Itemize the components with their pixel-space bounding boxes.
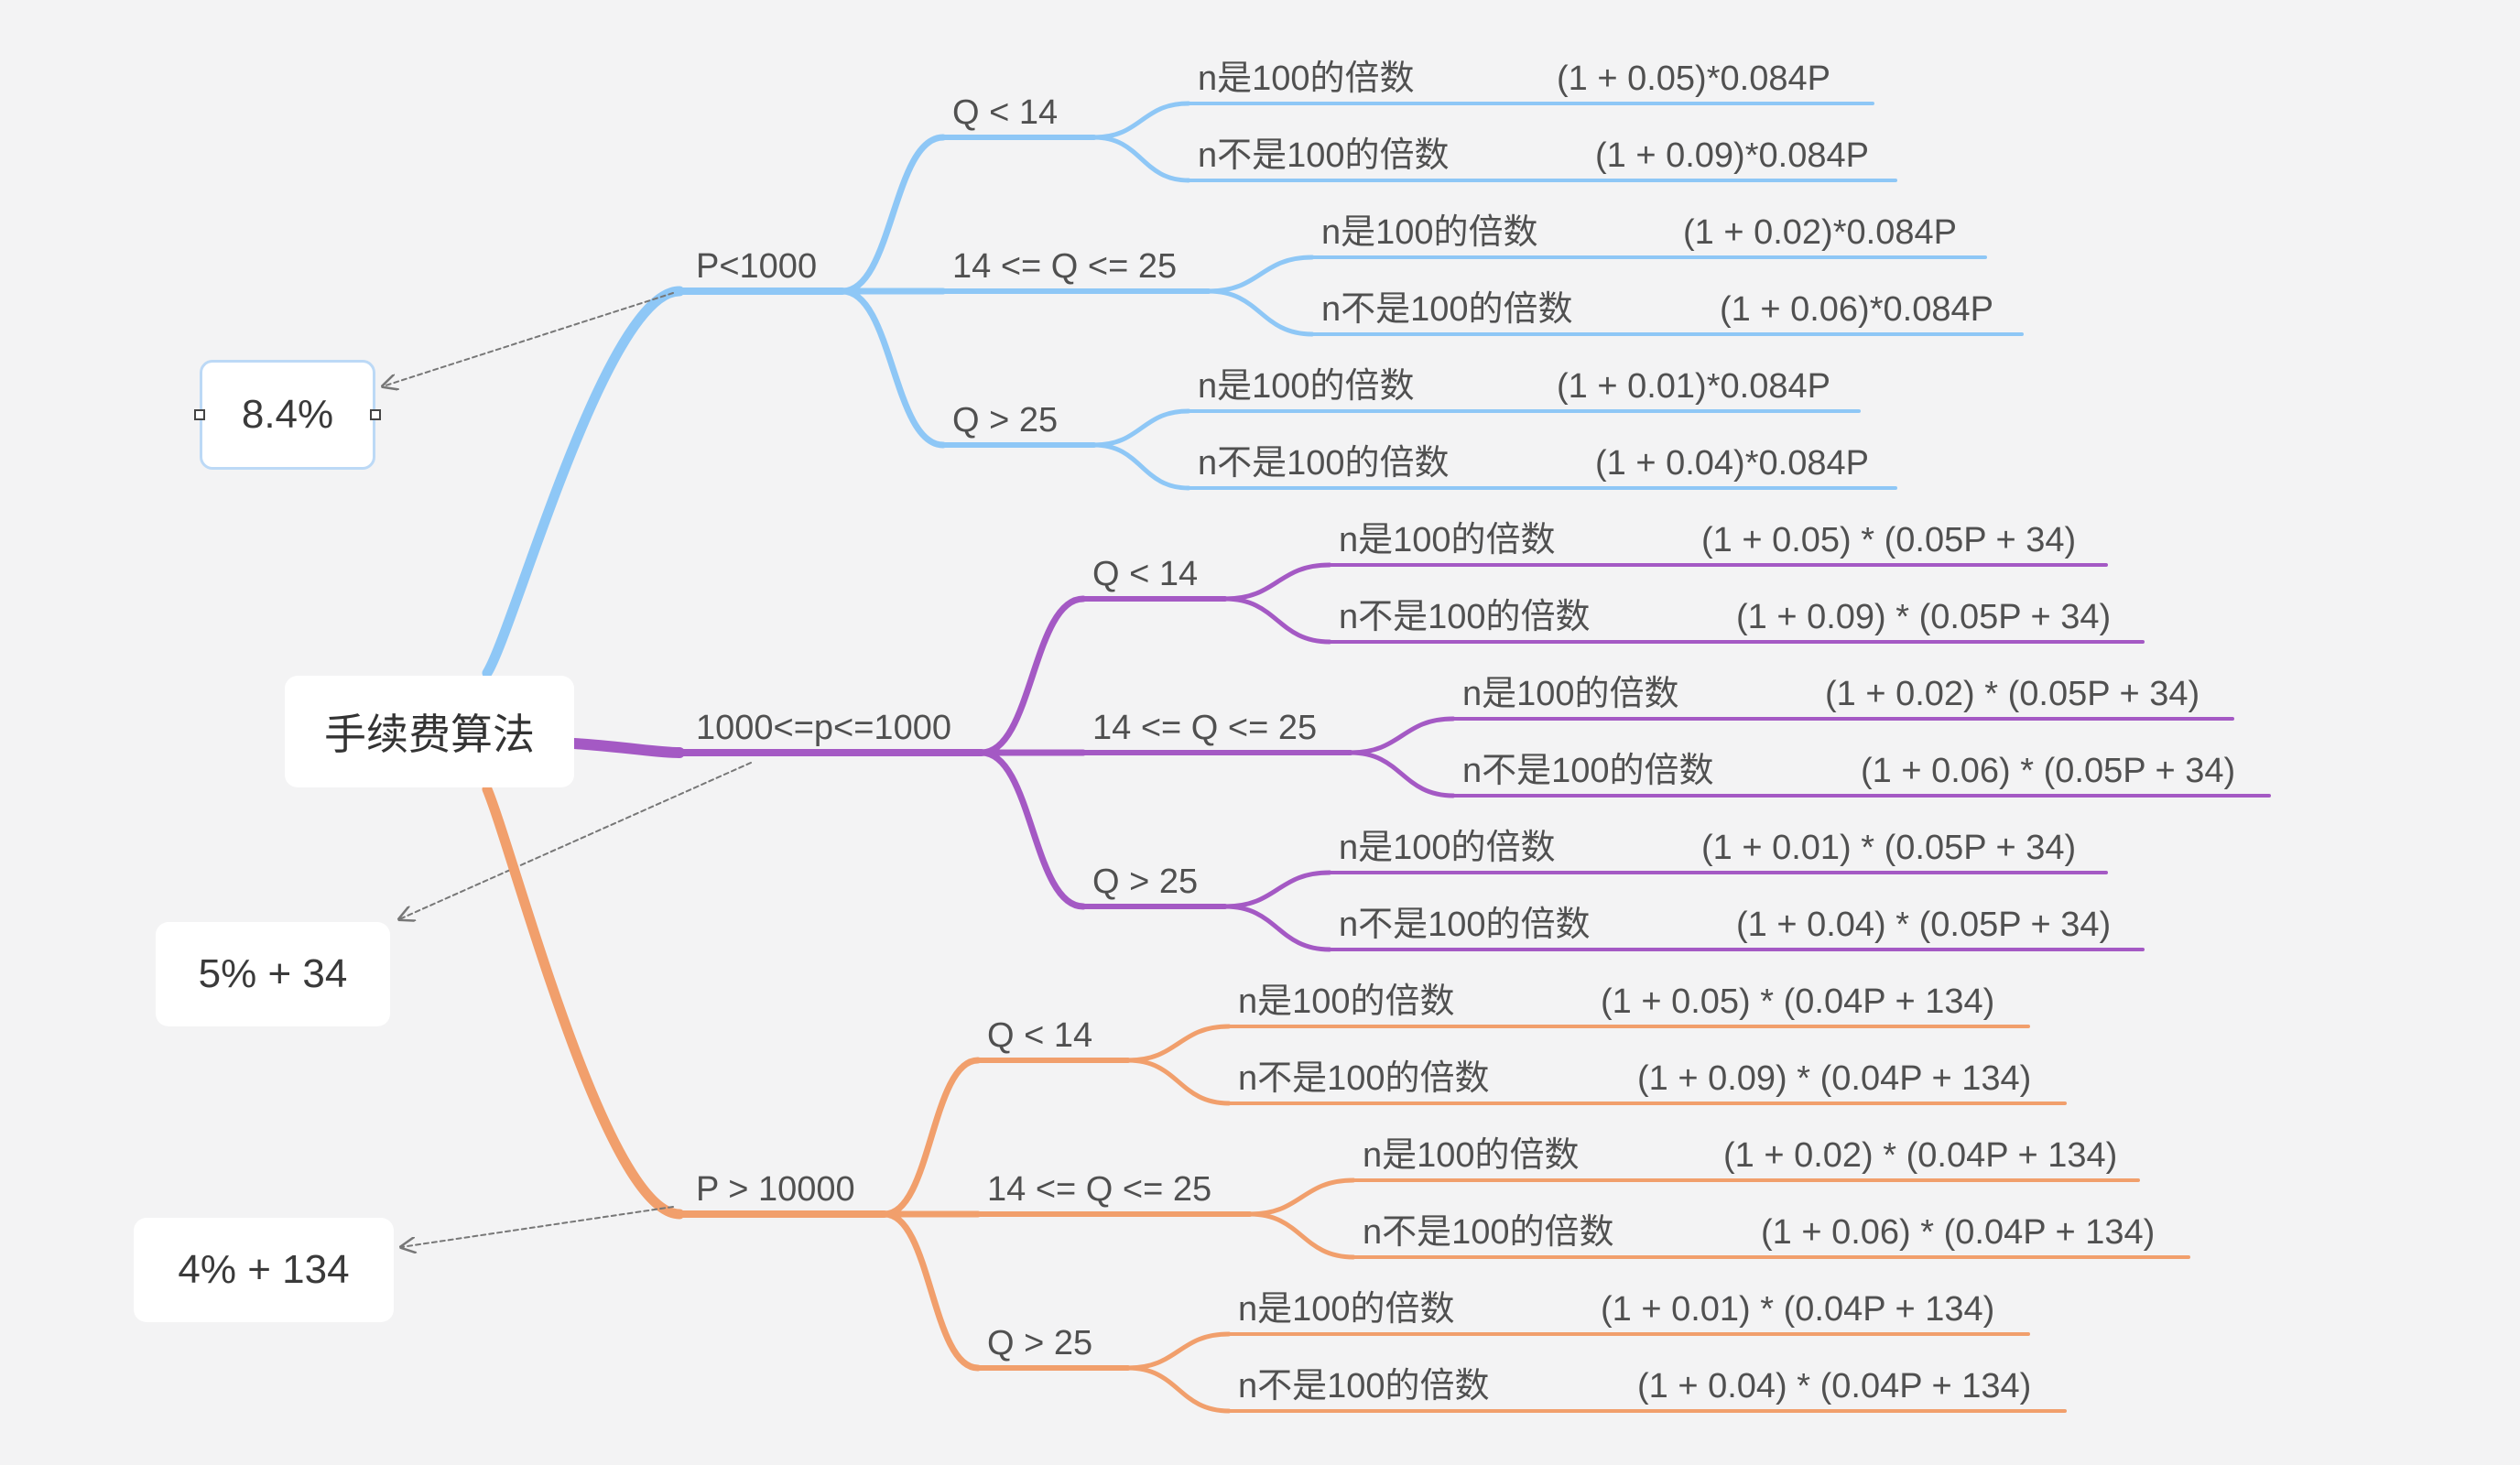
leaf-label-1-0-1[interactable]: n不是100的倍数 (1339, 598, 1591, 636)
root-topic[interactable]: 手续费算法 (285, 676, 574, 787)
leaf-label-0-1-1[interactable]: n不是100的倍数 (1321, 290, 1573, 329)
leaf-label-1-1-0[interactable]: n是100的倍数 (1462, 675, 1679, 713)
leaf-label-2-2-0[interactable]: n是100的倍数 (1238, 1290, 1455, 1329)
formula-label-2-2-1[interactable]: (1 + 0.04) * (0.04P + 134) (1637, 1367, 2032, 1405)
formula-label-1-2-0[interactable]: (1 + 0.01) * (0.05P + 34) (1701, 829, 2077, 867)
resize-handle-1[interactable] (370, 409, 381, 420)
formula-label-0-0-1[interactable]: (1 + 0.09)*0.084P (1595, 136, 1869, 175)
formula-label-1-1-0[interactable]: (1 + 0.02) * (0.05P + 34) (1825, 675, 2200, 713)
formula-label-2-1-1[interactable]: (1 + 0.06) * (0.04P + 134) (1761, 1213, 2156, 1252)
condition-label-1-2[interactable]: Q > 25 (1092, 863, 1199, 901)
formula-label-2-0-0[interactable]: (1 + 0.05) * (0.04P + 134) (1601, 982, 1995, 1021)
condition-label-1-1[interactable]: 14 <= Q <= 25 (1092, 709, 1318, 747)
formula-label-0-2-1[interactable]: (1 + 0.04)*0.084P (1595, 444, 1869, 483)
leaf-label-0-1-0[interactable]: n是100的倍数 (1321, 213, 1538, 252)
formula-label-1-0-1[interactable]: (1 + 0.09) * (0.05P + 34) (1736, 598, 2112, 636)
summary-card-1[interactable]: 5% + 34 (156, 922, 390, 1026)
leaf-label-0-0-1[interactable]: n不是100的倍数 (1198, 136, 1450, 175)
formula-label-0-0-0[interactable]: (1 + 0.05)*0.084P (1557, 60, 1830, 98)
leaf-label-0-2-1[interactable]: n不是100的倍数 (1198, 444, 1450, 483)
condition-label-2-1[interactable]: 14 <= Q <= 25 (987, 1170, 1212, 1209)
summary-card-2[interactable]: 4% + 134 (134, 1218, 394, 1322)
formula-label-0-2-0[interactable]: (1 + 0.01)*0.084P (1557, 367, 1830, 406)
condition-label-1-0[interactable]: Q < 14 (1092, 555, 1199, 593)
condition-label-2-0[interactable]: Q < 14 (987, 1016, 1093, 1055)
formula-label-2-0-1[interactable]: (1 + 0.09) * (0.04P + 134) (1637, 1059, 2032, 1098)
branch-label-2[interactable]: P > 10000 (696, 1170, 855, 1209)
formula-label-0-1-0[interactable]: (1 + 0.02)*0.084P (1683, 213, 1957, 252)
branch-label-0[interactable]: P<1000 (696, 247, 818, 286)
leaf-label-2-0-1[interactable]: n不是100的倍数 (1238, 1059, 1490, 1098)
formula-label-1-2-1[interactable]: (1 + 0.04) * (0.05P + 34) (1736, 906, 2112, 944)
leaf-label-2-1-1[interactable]: n不是100的倍数 (1363, 1213, 1614, 1252)
leaf-label-1-1-1[interactable]: n不是100的倍数 (1462, 752, 1714, 790)
branch-label-1[interactable]: 1000<=p<=1000 (696, 709, 951, 747)
leaf-label-2-0-0[interactable]: n是100的倍数 (1238, 982, 1455, 1021)
leaf-label-2-2-1[interactable]: n不是100的倍数 (1238, 1367, 1490, 1405)
leaf-label-1-0-0[interactable]: n是100的倍数 (1339, 521, 1556, 559)
leaf-label-0-2-0[interactable]: n是100的倍数 (1198, 367, 1415, 406)
formula-label-2-1-0[interactable]: (1 + 0.02) * (0.04P + 134) (1723, 1136, 2118, 1175)
summary-card-0[interactable]: 8.4% (200, 360, 375, 470)
formula-label-2-2-0[interactable]: (1 + 0.01) * (0.04P + 134) (1601, 1290, 1995, 1329)
leaf-label-1-2-1[interactable]: n不是100的倍数 (1339, 906, 1591, 944)
formula-label-1-1-1[interactable]: (1 + 0.06) * (0.05P + 34) (1861, 752, 2236, 790)
condition-label-2-2[interactable]: Q > 25 (987, 1324, 1093, 1362)
leaf-label-2-1-0[interactable]: n是100的倍数 (1363, 1136, 1580, 1175)
condition-label-0-0[interactable]: Q < 14 (952, 93, 1059, 132)
condition-label-0-2[interactable]: Q > 25 (952, 401, 1059, 440)
formula-label-0-1-1[interactable]: (1 + 0.06)*0.084P (1720, 290, 1993, 329)
formula-label-1-0-0[interactable]: (1 + 0.05) * (0.05P + 34) (1701, 521, 2077, 559)
leaf-label-0-0-0[interactable]: n是100的倍数 (1198, 60, 1415, 98)
resize-handle-0[interactable] (194, 409, 205, 420)
leaf-label-1-2-0[interactable]: n是100的倍数 (1339, 829, 1556, 867)
condition-label-0-1[interactable]: 14 <= Q <= 25 (952, 247, 1178, 286)
